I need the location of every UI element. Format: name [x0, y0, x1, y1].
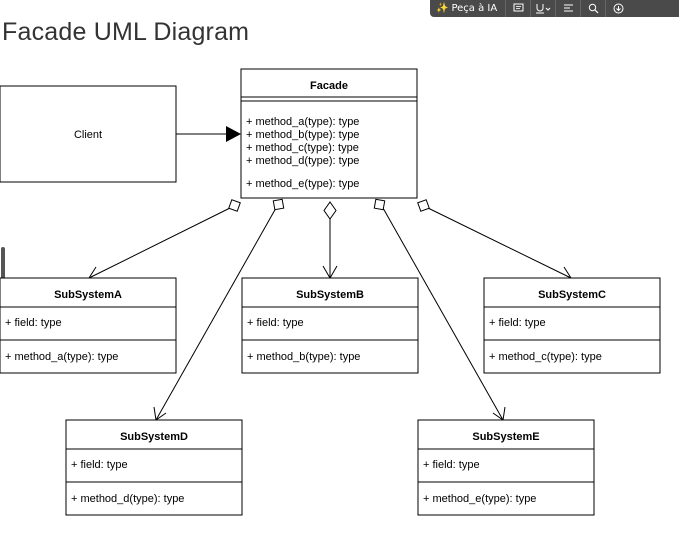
subsystem-c-method: + method_c(type): type — [489, 351, 602, 363]
subsystem-a-method: + method_a(type): type — [5, 351, 118, 363]
subsystem-e-method: + method_e(type): type — [423, 493, 536, 505]
facade-subsystem-b-aggregation — [322, 201, 338, 279]
ask-ai-button[interactable]: ✨ Peça à IA — [430, 0, 507, 17]
subsystem-a-field: + field: type — [5, 317, 62, 329]
page-title: Facade UML Diagram — [2, 18, 250, 46]
client-label: Client — [74, 129, 102, 141]
download-icon — [613, 3, 624, 14]
facade-method-c: + method_c(type): type — [246, 142, 359, 154]
facade-subsystem-d-aggregation — [153, 198, 285, 421]
panel-resize-handle[interactable] — [1, 247, 5, 297]
facade-method-b: + method_b(type): type — [246, 129, 359, 141]
underline-menu-button[interactable] — [531, 0, 557, 17]
align-button[interactable] — [556, 0, 582, 17]
zoom-button[interactable] — [581, 0, 607, 17]
client-class[interactable]: Client — [0, 85, 177, 183]
facade-class[interactable]: Facade + method_a(type): type + method_b… — [240, 68, 418, 199]
subsystem-d-class[interactable]: SubSystemD + field: type + method_d(type… — [65, 419, 243, 516]
subsystem-b-method: + method_b(type): type — [247, 351, 360, 363]
client-facade-association — [176, 126, 241, 142]
underline-menu-icon — [536, 4, 551, 14]
facade-subsystem-c-aggregation — [417, 199, 572, 279]
subsystem-c-class[interactable]: SubSystemC + field: type + method_c(type… — [483, 277, 661, 374]
facade-method-d: + method_d(type): type — [246, 155, 359, 167]
subsystem-e-name: SubSystemE — [472, 431, 539, 443]
facade-method-e: + method_e(type): type — [246, 178, 359, 190]
subsystem-e-class[interactable]: SubSystemE + field: type + method_e(type… — [417, 419, 595, 516]
sparkle-icon: ✨ — [436, 3, 449, 14]
align-icon — [563, 4, 573, 12]
facade-subsystem-a-aggregation — [88, 199, 241, 279]
subsystem-b-name: SubSystemB — [296, 289, 364, 301]
subsystem-a-name: SubSystemA — [54, 289, 122, 301]
subsystem-d-method: + method_d(type): type — [71, 493, 184, 505]
subsystem-c-field: + field: type — [489, 317, 546, 329]
zoom-icon — [588, 3, 599, 14]
subsystem-e-field: + field: type — [423, 459, 480, 471]
comment-icon — [513, 3, 524, 12]
ask-ai-label: Peça à IA — [451, 3, 498, 14]
download-button[interactable] — [606, 0, 630, 17]
facade-method-a: + method_a(type): type — [246, 116, 359, 128]
subsystem-a-class[interactable]: SubSystemA + field: type + method_a(type… — [0, 277, 177, 374]
subsystem-c-name: SubSystemC — [538, 289, 606, 301]
subsystem-d-name: SubSystemD — [120, 431, 188, 443]
viewer-toolbar: ✨ Peça à IA — [430, 0, 679, 17]
facade-name: Facade — [310, 80, 348, 92]
subsystem-d-field: + field: type — [71, 459, 128, 471]
subsystem-b-field: + field: type — [247, 317, 304, 329]
comment-button[interactable] — [506, 0, 532, 17]
subsystem-b-class[interactable]: SubSystemB + field: type + method_b(type… — [241, 277, 419, 374]
